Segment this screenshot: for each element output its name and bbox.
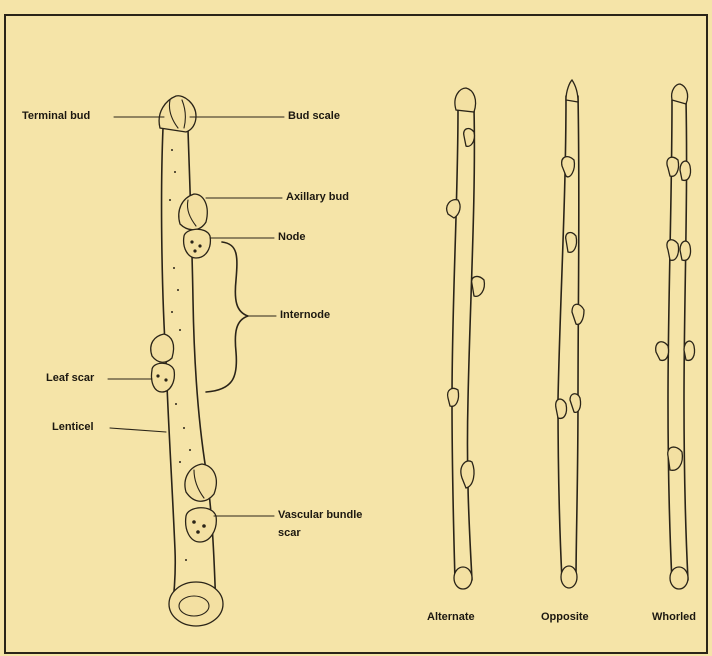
label-opposite: Opposite xyxy=(541,611,589,624)
whorled-twig xyxy=(656,84,695,589)
label-terminal-bud: Terminal bud xyxy=(22,110,90,123)
label-node: Node xyxy=(278,231,306,244)
alternate-twig xyxy=(447,88,485,589)
main-twig xyxy=(151,96,248,626)
label-alternate: Alternate xyxy=(427,611,475,624)
label-whorled: Whorled xyxy=(652,611,696,624)
leader-lines xyxy=(108,117,284,516)
opposite-twig xyxy=(556,80,584,588)
label-internode: Internode xyxy=(280,309,330,322)
label-lenticel: Lenticel xyxy=(52,421,94,434)
leaf-scar xyxy=(151,363,174,392)
label-vascular-bundle-scar-line2: scar xyxy=(278,527,301,540)
vascular-bundle-scar xyxy=(186,508,217,542)
label-vascular-bundle-scar: Vascular bundle xyxy=(278,509,362,522)
label-leaf-scar: Leaf scar xyxy=(46,372,94,385)
internode-brace xyxy=(206,242,248,392)
label-bud-scale: Bud scale xyxy=(288,110,340,123)
node-leaf-scar xyxy=(184,229,211,258)
cut-end xyxy=(169,582,223,626)
label-axillary-bud: Axillary bud xyxy=(286,191,349,204)
axillary-bud xyxy=(179,194,207,230)
